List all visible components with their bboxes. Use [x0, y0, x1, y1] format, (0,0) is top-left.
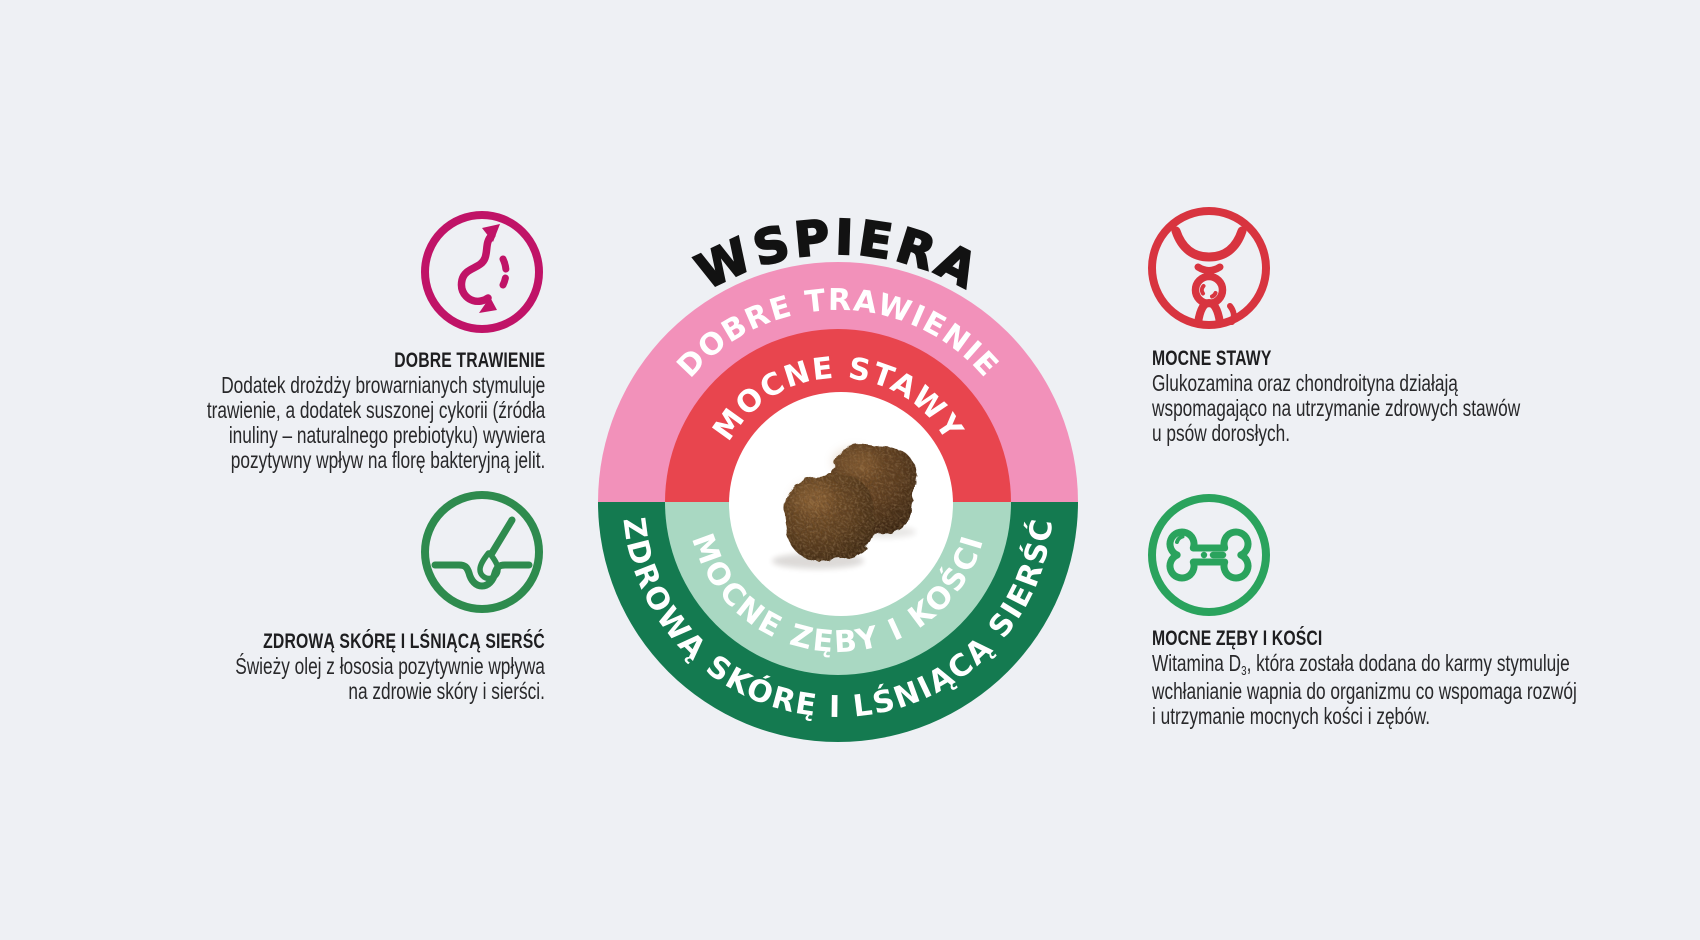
benefit-block-digestion: DOBRE TRAWIENIE Dodatek drożdży browarni…: [94, 348, 545, 473]
benefit-text-line: trawienie, a dodatek suszonej cykorii (ź…: [206, 397, 545, 423]
benefit-text-line: Glukozamina oraz chondroityna działają: [1152, 370, 1458, 396]
benefit-block-skin-coat: ZDROWĄ SKÓRĘ I LŚNIĄCĄ SIERŚĆ Świeży ole…: [132, 629, 545, 704]
benefit-heading: MOCNE STAWY: [1152, 347, 1272, 370]
benefit-text-line: wchłanianie wapnia do organizmu co wspom…: [1152, 678, 1577, 704]
benefit-heading: MOCNE ZĘBY I KOŚCI: [1152, 627, 1323, 650]
arrow-up: [482, 224, 500, 242]
benefit-heading: ZDROWĄ SKÓRĘ I LŚNIĄCĄ SIERŚĆ: [263, 630, 545, 653]
arrow-down: [479, 297, 497, 313]
kibble-piece-front: [783, 472, 873, 560]
benefit-text-line: na zdrowie skóry i sierści.: [348, 678, 545, 704]
benefit-text-line: Dodatek drożdży browarnianych stymuluje: [220, 372, 545, 398]
benefit-text-line: inuliny – naturalnego prebiotyku) wywier…: [228, 422, 545, 448]
benefit-text-line: Świeży olej z łososia pozytywnie wpływa: [235, 653, 545, 679]
benefit-text-line: u psów dorosłych.: [1152, 420, 1291, 446]
stomach-digestion-icon: [421, 211, 543, 333]
kibble-photo: [772, 442, 916, 569]
hip-joint-icon: [1148, 207, 1270, 329]
benefit-text-line: wspomagająco na utrzymanie zdrowych staw…: [1152, 395, 1521, 421]
benefit-heading: DOBRE TRAWIENIE: [393, 349, 545, 372]
hair-follicle-skin-icon: [421, 491, 543, 613]
benefit-text-line: i utrzymanie mocnych kości i zębów.: [1152, 703, 1431, 729]
benefit-text-line: Witamina D3, która została dodana do kar…: [1152, 650, 1570, 679]
benefit-text-line: pozytywny wpływ na florę bakteryjną jeli…: [230, 447, 545, 473]
benefit-block-teeth-bones: MOCNE ZĘBY I KOŚCI Witamina D3, która zo…: [1152, 626, 1700, 729]
bone-icon: [1148, 494, 1270, 616]
benefit-block-joints: MOCNE STAWY Glukozamina oraz chondroityn…: [1152, 346, 1643, 446]
